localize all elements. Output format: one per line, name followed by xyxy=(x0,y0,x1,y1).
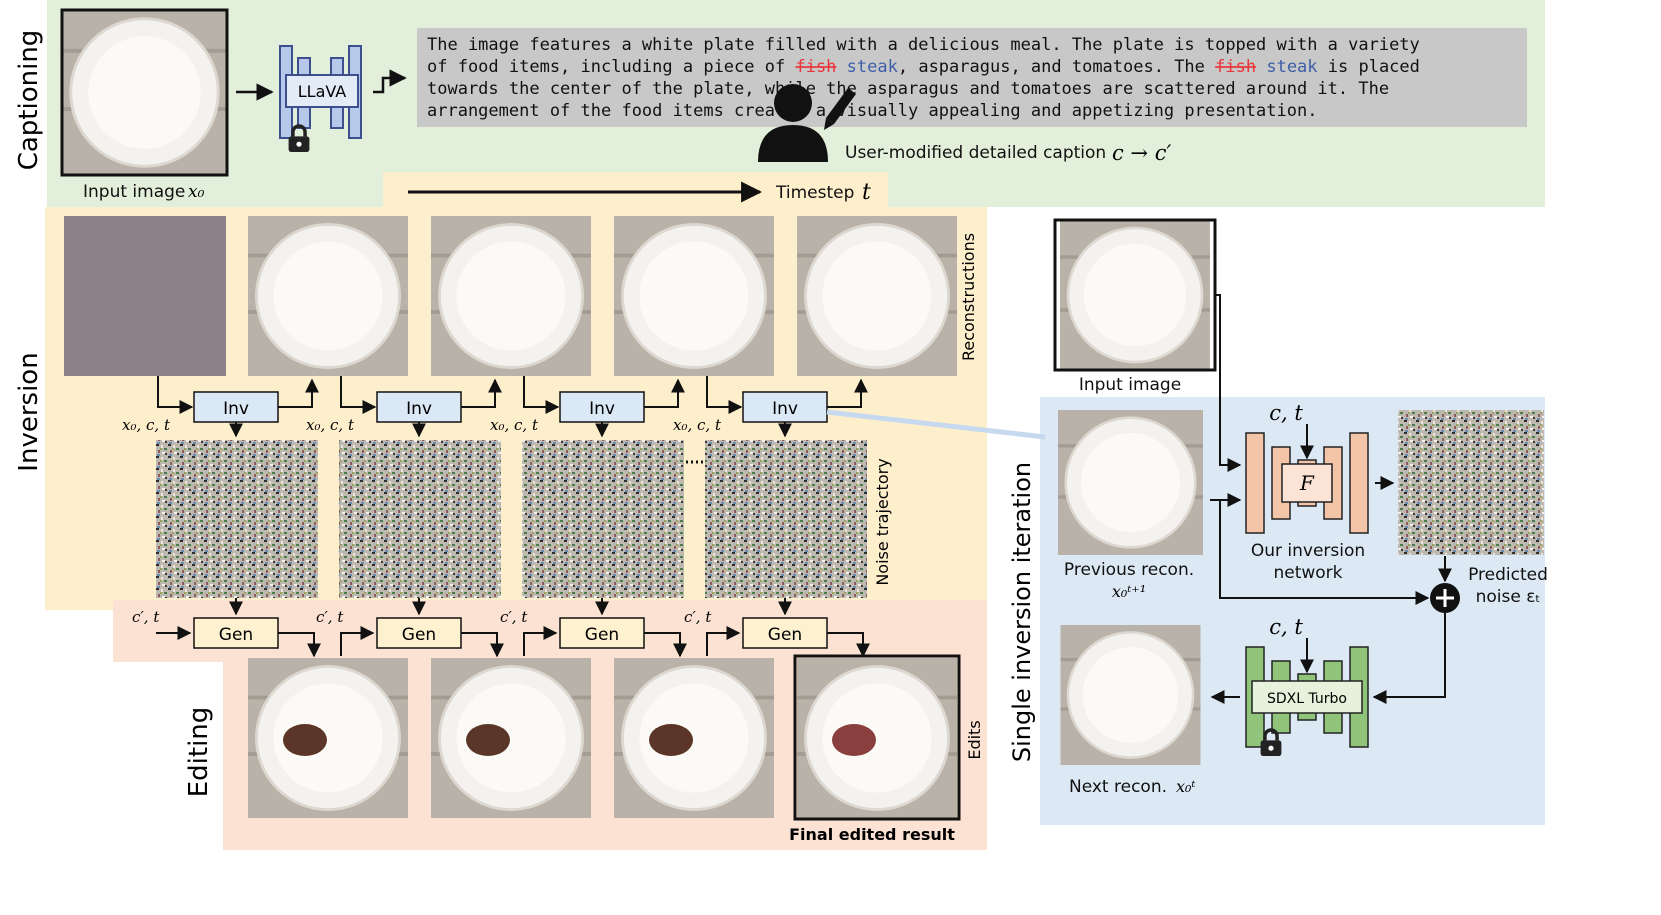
reconstruction-image-2 xyxy=(430,216,592,376)
next-recon-image xyxy=(1059,625,1202,765)
caption-line-3: arrangement of the food items creates a … xyxy=(427,101,1317,121)
final-result-label: Final edited result xyxy=(789,825,955,844)
caption-line-0: The image features a white plate filled … xyxy=(427,35,1420,55)
llava-network: LLaVA xyxy=(279,45,362,154)
inv-inputs-3: x₀, c, t xyxy=(490,416,539,434)
caption-segment: of food items, including a piece of xyxy=(427,57,795,77)
caption-segment: is placed xyxy=(1318,57,1420,77)
caption-segment: The image features a white plate filled … xyxy=(427,35,1420,55)
network-label-2: network xyxy=(1273,563,1342,583)
previous-recon-image xyxy=(1058,410,1203,555)
timestep-var: t xyxy=(862,180,871,205)
caption-line-1: of food items, including a piece of fish… xyxy=(427,57,1420,77)
captioning-section-label: Captioning xyxy=(14,30,44,171)
network-label-1: Our inversion xyxy=(1251,541,1365,561)
inv-label-3: Inv xyxy=(589,399,615,419)
noise-image-2 xyxy=(339,440,501,598)
sdxl-label: SDXL Turbo xyxy=(1267,691,1347,707)
caption-segment: towards the center of the plate, while t… xyxy=(427,79,1389,99)
sdxl-condition: c, t xyxy=(1269,615,1303,639)
plus-icon xyxy=(1430,583,1460,613)
added-word: steak xyxy=(847,57,898,77)
initial-gray-image xyxy=(64,216,226,376)
inv-label-1: Inv xyxy=(223,399,249,419)
user-caption-label: User-modified detailed caption xyxy=(845,143,1106,163)
gen-stage-3: Gen c′, t xyxy=(500,598,687,658)
final-edit-image xyxy=(793,654,961,821)
gen-label-1: Gen xyxy=(219,625,253,645)
network-symbol: F xyxy=(1299,471,1315,495)
inv-stage-2: Inv x₀, c, t xyxy=(306,376,502,438)
timestep-label: Timestep xyxy=(775,183,854,203)
previous-recon-label: Previous recon. xyxy=(1064,560,1194,580)
predicted-noise-image xyxy=(1398,410,1544,555)
gen-inputs-4: c′, t xyxy=(684,608,712,626)
removed-word: fish xyxy=(1215,57,1256,77)
caption-segment: , asparagus, and tomatoes. The xyxy=(898,57,1215,77)
edit-image-3 xyxy=(613,658,775,818)
reconstruction-image-4 xyxy=(796,216,958,376)
reconstructions-label: Reconstructions xyxy=(959,233,978,361)
editing-section-label: Editing xyxy=(184,707,214,798)
inv-stage-1: Inv x₀, c, t xyxy=(122,376,319,438)
inv-stage-4: Inv x₀, c, t xyxy=(673,376,868,438)
gen-inputs-1: c′, t xyxy=(132,608,160,626)
user-icon xyxy=(758,84,856,162)
single-input-label: Input image xyxy=(1079,375,1181,395)
reconstruction-image-1 xyxy=(247,216,409,376)
inversion-network: F xyxy=(1245,432,1369,534)
inv-label-2: Inv xyxy=(406,399,432,419)
edits-label: Edits xyxy=(965,720,984,759)
captioning-input-image xyxy=(60,8,229,177)
predicted-noise-label-2: noise εₜ xyxy=(1476,587,1541,607)
gen-stage-1: Gen c′, t xyxy=(132,598,321,658)
inv-inputs-1: x₀, c, t xyxy=(122,416,171,434)
inv-label-4: Inv xyxy=(772,399,798,419)
noise-image-4 xyxy=(705,440,867,598)
next-recon-var: x₀ᵗ xyxy=(1176,777,1195,796)
gen-inputs-2: c′, t xyxy=(316,608,344,626)
noise-image-1 xyxy=(156,440,318,598)
single-input-image xyxy=(1053,218,1217,372)
llava-label: LLaVA xyxy=(298,82,347,101)
single-iteration-section-label: Single inversion iteration xyxy=(1008,462,1036,762)
next-recon-label: Next recon. xyxy=(1069,777,1167,797)
user-caption-math: c → c′ xyxy=(1112,141,1171,165)
inv-stage-3: Inv x₀, c, t xyxy=(490,376,685,438)
caption-box xyxy=(417,28,1527,127)
captioning-input-label: Input image xyxy=(83,182,185,202)
removed-word: fish xyxy=(795,57,836,77)
inversion-panel-top xyxy=(383,172,888,208)
steak-marks xyxy=(283,724,876,756)
edit-image-2 xyxy=(430,658,592,818)
gen-label-3: Gen xyxy=(585,625,619,645)
noise-trajectory-label: Noise trajectory xyxy=(873,458,892,585)
gen-label-4: Gen xyxy=(768,625,802,645)
captioning-input-var: x₀ xyxy=(188,182,205,202)
noise-image-3 xyxy=(522,440,684,598)
caption-segment: arrangement of the food items creates a … xyxy=(427,101,1317,121)
inversion-condition: c, t xyxy=(1269,401,1303,425)
caption-segment xyxy=(1256,57,1266,77)
sdxl-turbo-network: SDXL Turbo xyxy=(1245,646,1369,758)
previous-recon-var: x₀ᵗ⁺¹ xyxy=(1112,582,1146,601)
inv-inputs-4: x₀, c, t xyxy=(673,416,722,434)
inv-inputs-2: x₀, c, t xyxy=(306,416,355,434)
gen-stage-2: Gen c′, t xyxy=(316,598,504,658)
reconstruction-image-3 xyxy=(613,216,775,376)
inversion-section-label: Inversion xyxy=(14,352,44,471)
added-word: steak xyxy=(1266,57,1317,77)
caption-line-2: towards the center of the plate, while t… xyxy=(427,79,1389,99)
gen-label-2: Gen xyxy=(402,625,436,645)
predicted-noise-label-1: Predicted xyxy=(1468,565,1548,585)
edit-image-1 xyxy=(247,658,409,818)
gen-stage-4: Gen c′, t xyxy=(684,598,870,658)
gen-inputs-3: c′, t xyxy=(500,608,528,626)
caption-segment xyxy=(836,57,846,77)
